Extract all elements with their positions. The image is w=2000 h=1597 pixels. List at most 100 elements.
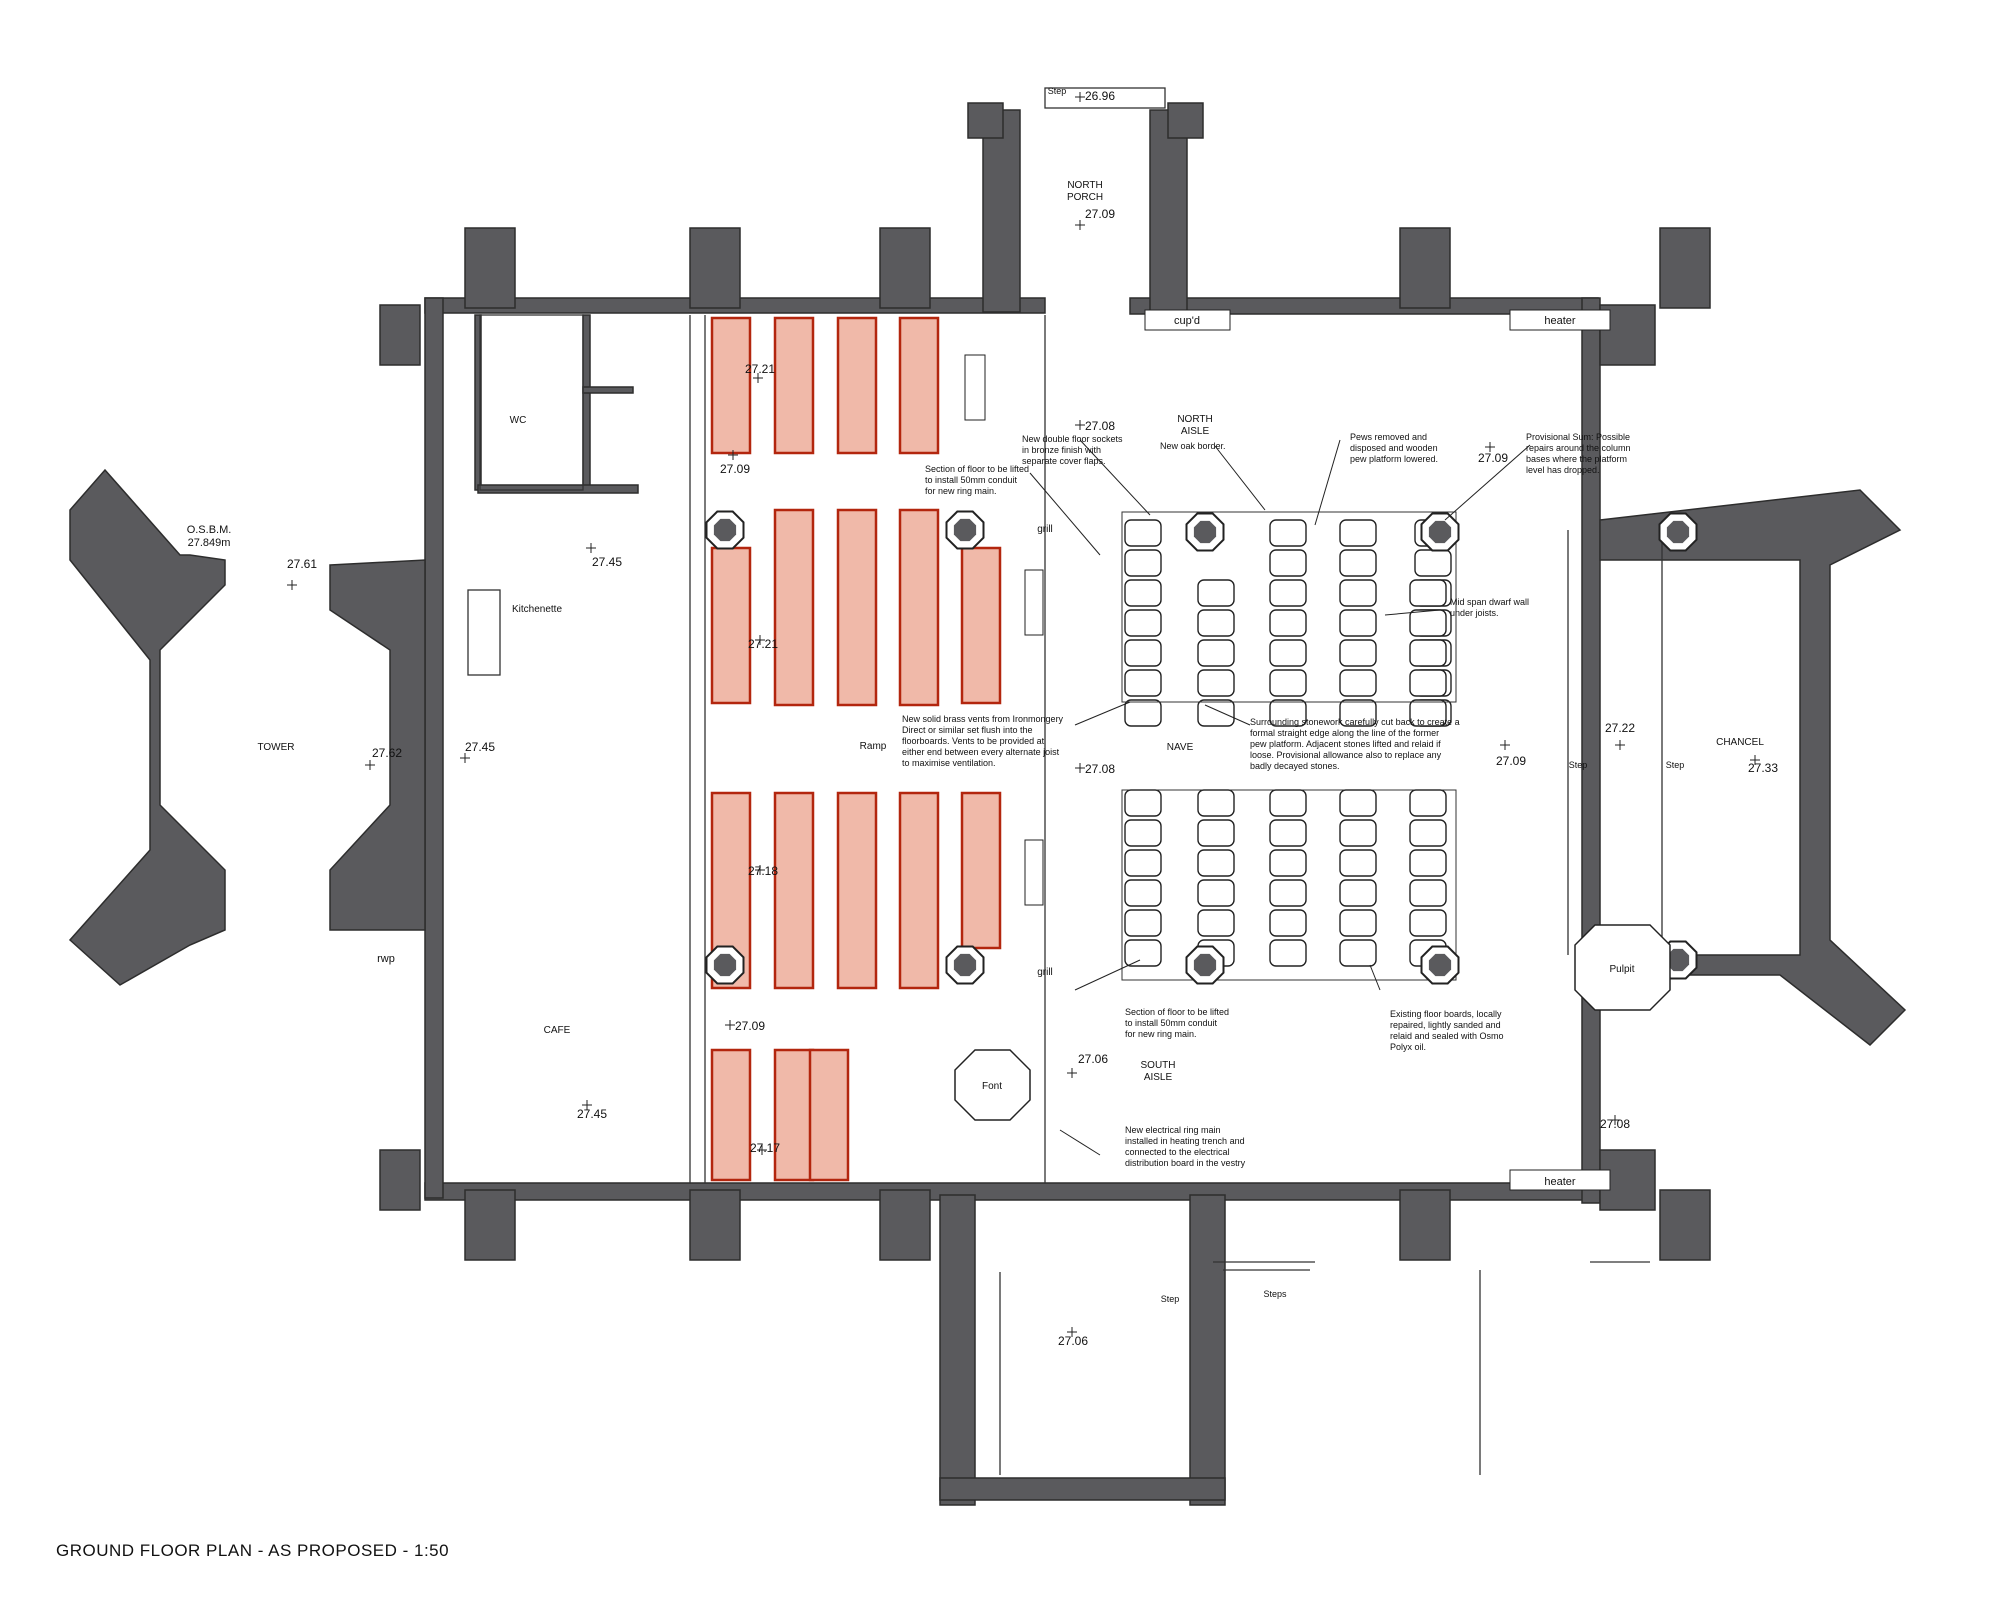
chair: [1269, 819, 1307, 847]
chair: [1269, 879, 1307, 907]
heater-unit: [1024, 569, 1044, 636]
pulpit: [1574, 924, 1671, 1011]
column-core: [1428, 953, 1452, 977]
column-core: [713, 518, 737, 542]
buttress: [1659, 1189, 1711, 1261]
column-core: [953, 518, 977, 542]
step-label: Step: [1666, 760, 1685, 770]
buttress: [464, 1189, 516, 1261]
chair: [1124, 699, 1162, 727]
room-label-tower: TOWER: [257, 742, 294, 753]
chair: [1197, 789, 1235, 817]
buttress: [464, 227, 516, 309]
level-label: 26.96: [1085, 89, 1115, 103]
tower-wall-east: [329, 559, 426, 931]
level-label: 27.17: [750, 1141, 780, 1155]
chair: [1269, 609, 1307, 637]
chair: [1339, 579, 1377, 607]
room-label-pulpit: Pulpit: [1609, 964, 1634, 975]
grill-label: grill: [1037, 967, 1053, 978]
chair: [1269, 699, 1307, 727]
chair: [1124, 879, 1162, 907]
buttress: [1167, 102, 1204, 139]
heater-unit: [1024, 839, 1044, 906]
buttress: [379, 1149, 421, 1211]
room-label-kitchenette: Kitchenette: [512, 604, 562, 615]
chair: [1339, 549, 1377, 577]
leader-line: [1074, 959, 1141, 991]
rwp-label: rwp: [377, 953, 395, 965]
tower-wall-west: [68, 468, 226, 986]
leader-line: [1444, 444, 1531, 521]
interior-lines: [467, 87, 1663, 1475]
chair: [1339, 519, 1377, 547]
chair: [1124, 939, 1162, 967]
chair: [1197, 909, 1235, 937]
chair: [1414, 549, 1452, 577]
wall-segment: [1149, 109, 1188, 313]
chancel-wall: [1599, 489, 1907, 1046]
labels: 26.9627.0927.2127.0927.0827.0927.4527.21…: [187, 86, 1779, 1348]
level-label: 27.09: [720, 462, 750, 476]
chair: [1339, 849, 1377, 877]
pew-bench: [898, 508, 940, 707]
pew-bench: [710, 546, 752, 705]
chair: [1124, 549, 1162, 577]
chair: [1409, 699, 1447, 727]
chair: [1409, 639, 1447, 667]
chair: [1339, 699, 1377, 727]
column-core: [713, 953, 737, 977]
chair: [1124, 789, 1162, 817]
chair: [1339, 909, 1377, 937]
chair: [1269, 639, 1307, 667]
level-label: 27.09: [735, 1019, 765, 1033]
chair: [1269, 909, 1307, 937]
chair: [1409, 579, 1447, 607]
level-label: 27.21: [745, 362, 775, 376]
wall-segment: [939, 1477, 1226, 1501]
chair: [1197, 879, 1235, 907]
pew-bench: [960, 546, 1002, 705]
buttress: [689, 1189, 741, 1261]
level-label: 27.08: [1600, 1117, 1630, 1131]
chair: [1197, 579, 1235, 607]
pew-bench: [898, 791, 940, 990]
buttress: [379, 304, 421, 366]
chair: [1269, 789, 1307, 817]
chair: [1269, 549, 1307, 577]
pew-bench: [773, 316, 815, 455]
pew-bench: [773, 1048, 815, 1182]
wall-segment: [1189, 1194, 1226, 1506]
level-label: 27.45: [577, 1107, 607, 1121]
level-label: 27.08: [1085, 762, 1115, 776]
columns: [705, 510, 1698, 985]
platform-outline: [1121, 789, 1457, 981]
wall-segment: [939, 1194, 976, 1506]
chair: [1124, 909, 1162, 937]
note-text: Surrounding stonework carefully cut back…: [1250, 717, 1460, 771]
heater-unit: [1509, 309, 1611, 331]
chair: [1409, 909, 1447, 937]
wall-segment: [582, 314, 591, 491]
chair: [1339, 669, 1377, 697]
buttress: [1399, 227, 1451, 309]
room-label-chancel: CHANCEL: [1716, 737, 1764, 748]
buttress: [689, 227, 741, 309]
pew-bench: [773, 508, 815, 707]
level-label: 27.45: [465, 740, 495, 754]
column-core: [1193, 520, 1217, 544]
chair: [1124, 639, 1162, 667]
pew-bench: [710, 1048, 752, 1182]
note-text: New oak border.: [1160, 441, 1226, 451]
chair: [1339, 639, 1377, 667]
chair: [1409, 669, 1447, 697]
note-leader-lines: [1029, 439, 1531, 1156]
